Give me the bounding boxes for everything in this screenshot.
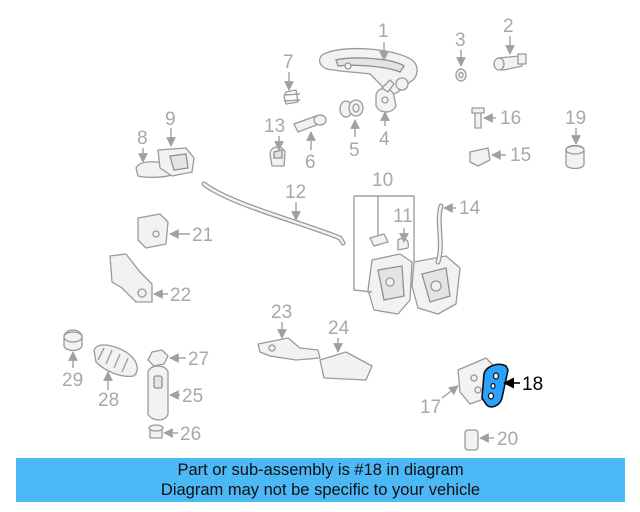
part-25-cover: [147, 365, 169, 421]
part-2-lock-cylinder: [493, 53, 527, 71]
part-19-grommet: [565, 144, 585, 170]
callout-24: 24: [328, 318, 350, 339]
part-16-screw: [471, 107, 485, 129]
callout-22: 22: [170, 285, 191, 306]
callout-14: 14: [459, 198, 481, 219]
part-20-pad: [464, 429, 479, 451]
part-23-check-strap: [257, 337, 321, 361]
part-15-clip: [469, 147, 491, 167]
callout-3: 3: [455, 30, 466, 51]
callout-8: 8: [137, 128, 148, 149]
callout-18: 18: [522, 374, 543, 395]
callout-11: 11: [393, 206, 413, 227]
part-1-outside-handle: [319, 47, 418, 95]
callout-26: 26: [180, 424, 201, 445]
callout-23: 23: [271, 302, 292, 323]
part-5-clip: [339, 99, 364, 118]
callout-15: 15: [510, 145, 531, 166]
callout-6: 6: [305, 152, 316, 173]
part-28-boot: [93, 344, 138, 378]
part-24-block: [319, 351, 373, 381]
part-10-door-lock-assembly: [353, 195, 461, 315]
part-27-nut: [147, 349, 169, 367]
part-14-rod: [435, 203, 444, 265]
callout-10: 10: [372, 170, 393, 191]
info-banner: Part or sub-assembly is #18 in diagram D…: [16, 458, 625, 502]
part-6-rod-clip: [293, 114, 327, 133]
callout-2: 2: [503, 16, 514, 37]
callout-7: 7: [283, 52, 294, 73]
callout-12: 12: [285, 182, 306, 203]
part-29-grommet: [63, 329, 83, 352]
callout-16: 16: [500, 108, 521, 129]
callout-labels: 1 2 3 4 5 6 7 8 9 10 11 12 13 14 15 16 1…: [62, 16, 586, 450]
callout-21: 21: [192, 225, 213, 246]
callout-4: 4: [379, 129, 390, 150]
callout-28: 28: [98, 390, 119, 411]
banner-line-disclaimer: Diagram may not be specific to your vehi…: [160, 481, 481, 499]
leader-lines: [68, 36, 581, 443]
callout-13: 13: [264, 116, 285, 137]
callout-27: 27: [188, 349, 209, 370]
part-4-bellcrank: [375, 79, 397, 113]
part-18-highlighted-plate: [481, 363, 509, 408]
callout-1: 1: [378, 21, 389, 42]
callout-20: 20: [497, 429, 518, 450]
part-3-washer: [455, 68, 467, 82]
callout-29: 29: [62, 370, 83, 391]
part-22-bracket: [109, 253, 153, 303]
banner-line-part: Part or sub-assembly is #18 in diagram: [177, 461, 464, 479]
callout-25: 25: [182, 386, 203, 407]
callout-17: 17: [420, 397, 441, 418]
callout-19: 19: [565, 108, 586, 129]
part-13-clip: [269, 146, 286, 167]
callout-9: 9: [165, 109, 176, 130]
callout-5: 5: [349, 140, 360, 161]
part-9-handle-housing: [157, 147, 195, 177]
part-12-rod: [201, 181, 346, 246]
part-26-plug: [148, 424, 164, 439]
part-7-spring: [283, 89, 301, 105]
part-21-bracket: [137, 213, 169, 249]
